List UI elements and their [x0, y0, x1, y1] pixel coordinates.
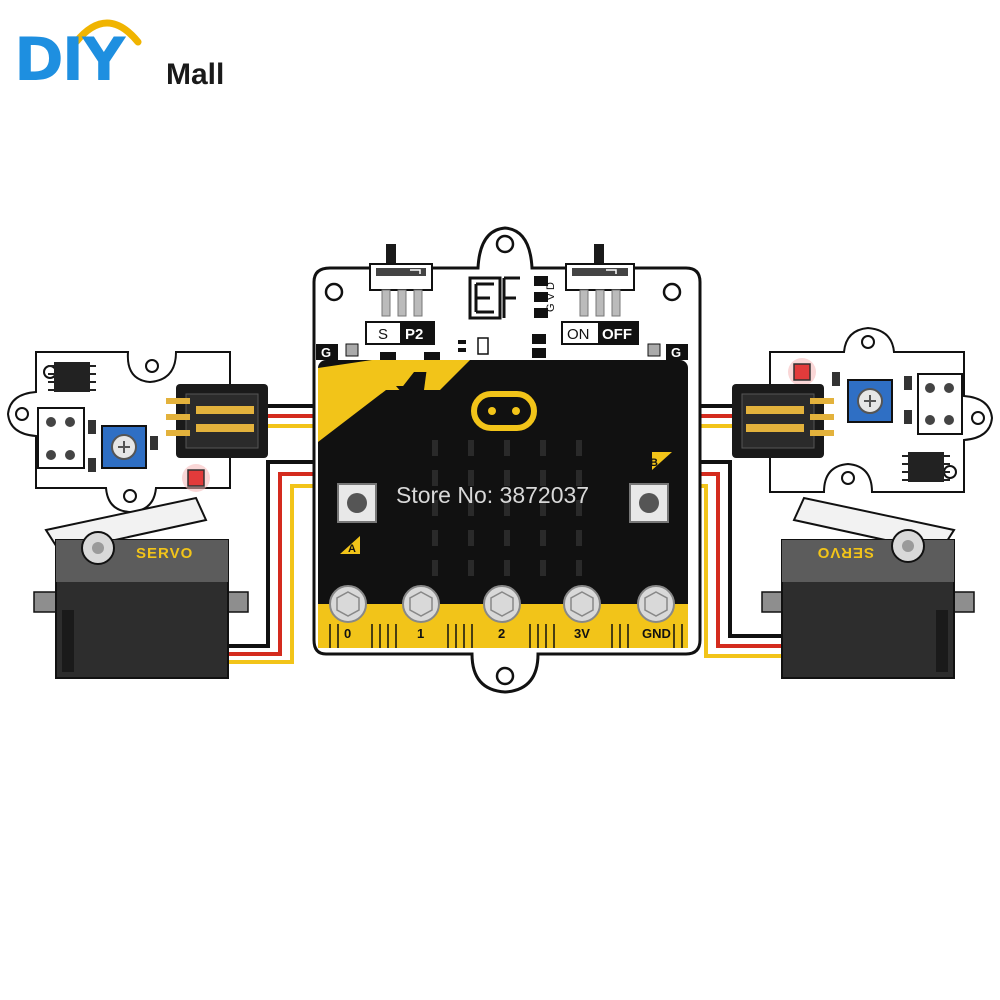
- sensor-module-right: [732, 326, 994, 493]
- logo-arc-icon: [72, 19, 142, 46]
- microbit-pcb: [318, 360, 688, 620]
- header-vertical-label: G V D: [545, 282, 557, 312]
- ic-chip-icon: [54, 362, 90, 392]
- switch-left: [369, 244, 433, 317]
- board-logo-icon: [468, 276, 520, 320]
- pin-label-gnd: GND: [642, 626, 671, 641]
- pin-0: [329, 585, 367, 623]
- ic-chip-icon: [908, 452, 944, 482]
- led-matrix: [432, 440, 582, 576]
- logo-mall-text: Mall: [166, 58, 225, 91]
- button-label-a: A: [348, 543, 356, 555]
- servo-label-right: SERVO: [817, 544, 874, 561]
- sensor-pads-icon: [917, 373, 963, 435]
- indicator-led-icon: [187, 469, 205, 487]
- microbit-logo-icon: [471, 391, 537, 431]
- potentiometer-icon: [847, 379, 893, 423]
- switch-right-label-off: OFF: [602, 326, 632, 343]
- pin-2: [483, 585, 521, 623]
- expansion-board: G V D S P2 ON OFF G G: [312, 226, 702, 694]
- store-watermark: Store No: 3872037: [396, 482, 590, 508]
- diymall-logo: DIY Mall: [14, 8, 254, 98]
- pin-label-1: 1: [417, 626, 424, 641]
- header-pins: [532, 276, 548, 358]
- button-b: [629, 483, 669, 523]
- potentiometer-icon: [101, 425, 147, 469]
- pin-label-2: 2: [498, 626, 505, 641]
- pin-gnd: [637, 585, 675, 623]
- switch-right-label-on: ON: [567, 326, 590, 343]
- pin-3v: [563, 585, 601, 623]
- switch-left-label-s: S: [378, 326, 388, 343]
- servo-left: SERVO: [33, 496, 249, 679]
- wires-left: [228, 404, 318, 664]
- indicator-led-icon: [793, 363, 811, 381]
- logo-diy-text: DIY: [14, 25, 126, 95]
- ground-mark-left: G: [321, 345, 331, 360]
- sensor-pads-icon: [37, 407, 85, 469]
- pin-1: [402, 585, 440, 623]
- switch-right: [565, 244, 635, 317]
- pin-label-3v: 3V: [574, 626, 590, 641]
- button-a: [337, 483, 377, 523]
- servo-label-left: SERVO: [136, 545, 193, 562]
- switch-left-label-p2: P2: [405, 326, 423, 343]
- sensor-module-left: [6, 351, 268, 514]
- ground-mark-right: G: [671, 345, 681, 360]
- pin-label-0: 0: [344, 626, 351, 641]
- servo-right: SERVO: [761, 496, 975, 679]
- button-label-b: B: [650, 457, 658, 469]
